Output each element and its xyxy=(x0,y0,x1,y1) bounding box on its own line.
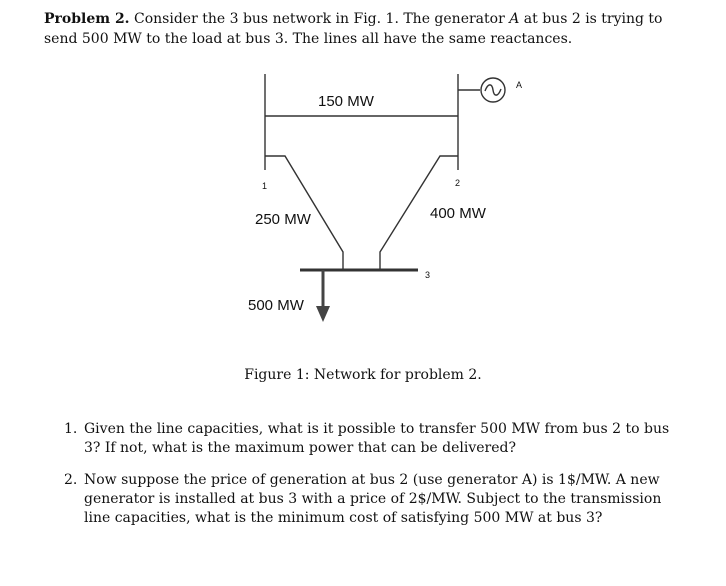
problem-heading: Problem 2. xyxy=(44,11,130,27)
generator-label: A xyxy=(516,80,522,90)
problem-text-part2: at bus 2 is trying to send 500 MW to the… xyxy=(44,11,663,47)
problem-statement: Problem 2. Consider the 3 bus network in… xyxy=(44,9,684,49)
line-1-3-flow: 250 MW xyxy=(255,211,312,228)
bus-3-label: 3 xyxy=(425,270,430,280)
problem-generator-name: A xyxy=(509,11,520,27)
line-2-3-flow: 400 MW xyxy=(430,205,487,222)
load-arrow-icon xyxy=(316,306,330,322)
line-1-3 xyxy=(265,155,344,270)
question-1-number: 1. xyxy=(64,421,78,437)
problem-text-part1: Consider the 3 bus network in Fig. 1. Th… xyxy=(129,11,510,27)
question-2-number: 2. xyxy=(64,472,78,488)
question-list: 1. Given the line capacities, what is it… xyxy=(60,420,678,541)
generator-sine xyxy=(484,84,502,96)
bus-1-label: 1 xyxy=(262,181,267,191)
figure-caption: Figure 1: Network for problem 2. xyxy=(244,367,482,383)
question-2-text: Now suppose the price of generation at b… xyxy=(84,472,662,526)
load-value: 500 MW xyxy=(248,297,305,314)
question-1: 1. Given the line capacities, what is it… xyxy=(60,420,678,458)
generator-circle xyxy=(480,77,506,103)
bus-2-label: 2 xyxy=(455,178,460,188)
question-1-text: Given the line capacities, what is it po… xyxy=(84,421,670,456)
line-1-2-flow: 150 MW xyxy=(318,93,375,110)
network-diagram: 150 MW 250 MW 400 MW 500 MW 1 2 3 A xyxy=(248,74,522,322)
question-2: 2. Now suppose the price of generation a… xyxy=(60,471,678,528)
line-2-3 xyxy=(379,155,458,270)
